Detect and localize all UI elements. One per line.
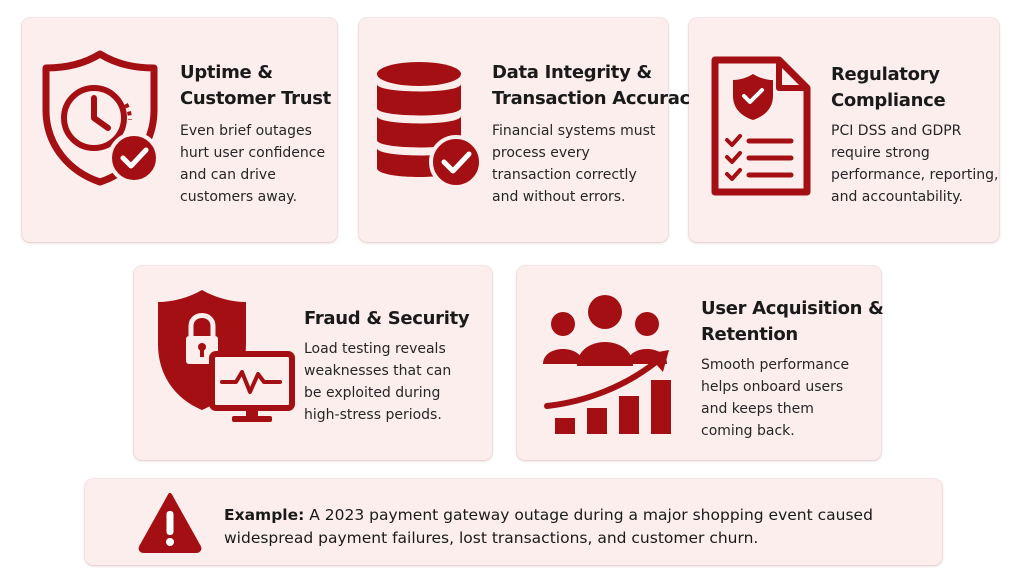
example-label: Example: — [224, 506, 305, 524]
example-line-2: widespread payment failures, lost transa… — [224, 529, 759, 547]
card-description: Even brief outages hurt user confidence … — [180, 123, 326, 205]
card-regulatory-compliance: Regulatory Compliance PCI DSS and GDPR r… — [689, 18, 999, 242]
users-growth-chart-icon — [543, 295, 671, 434]
shield-lock-monitor-icon — [158, 290, 295, 422]
card-title: Fraud & Security — [304, 308, 470, 329]
example-line-1: A 2023 payment gateway outage during a m… — [309, 506, 873, 524]
card-title: Data Integrity & Transaction Accuracy — [492, 62, 702, 109]
card-description: Load testing reveals weaknesses that can… — [304, 341, 452, 423]
card-description: PCI DSS and GDPR require strong performa… — [831, 123, 999, 205]
card-description: Financial systems must process every tra… — [492, 123, 656, 205]
example-text: Example: A 2023 payment gateway outage d… — [224, 504, 873, 550]
card-title: User Acquisition & Retention — [701, 298, 884, 345]
card-uptime-customer-trust: Uptime & Customer Trust Even brief outag… — [22, 18, 337, 242]
card-title: Uptime & Customer Trust — [180, 62, 331, 109]
card-fraud-security: Fraud & Security Load testing reveals we… — [134, 266, 492, 460]
card-title: Regulatory Compliance — [831, 64, 946, 111]
warning-triangle-icon — [138, 493, 202, 553]
example-banner: Example: A 2023 payment gateway outage d… — [85, 479, 942, 565]
shield-clock-check-icon — [42, 50, 160, 186]
card-data-integrity: Data Integrity & Transaction Accuracy Fi… — [359, 18, 702, 242]
card-description: Smooth performance helps onboard users a… — [701, 357, 850, 439]
database-check-icon — [377, 62, 483, 188]
compliance-document-icon — [711, 56, 811, 196]
card-user-acquisition: User Acquisition & Retention Smooth perf… — [517, 266, 884, 460]
